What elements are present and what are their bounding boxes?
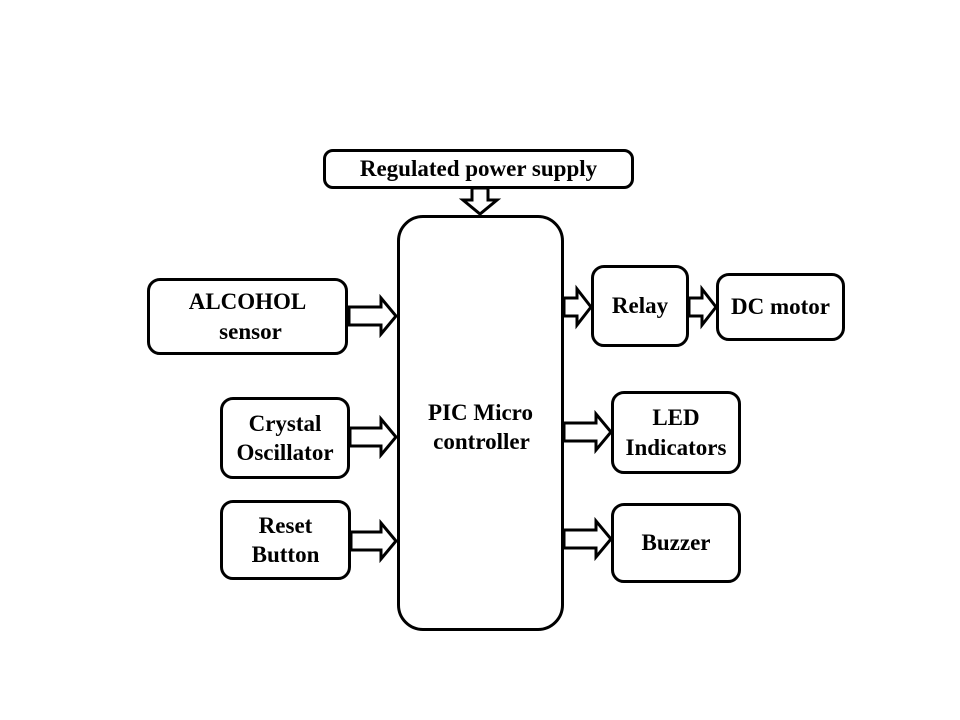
dc-motor-label: DC motor xyxy=(731,294,830,320)
arrow-power-to-mcu xyxy=(458,186,502,216)
alcohol-sensor-block: ALCOHOL sensor xyxy=(147,278,348,355)
crystal-oscillator-label-line2: Oscillator xyxy=(236,440,334,465)
microcontroller-label: PIC Micro controller xyxy=(428,398,533,457)
reset-button-label: Reset Button xyxy=(252,511,320,570)
reset-button-label-line2: Button xyxy=(251,542,320,567)
microcontroller-label-line1: PIC Micro xyxy=(428,400,533,425)
arrow-mcu-to-led xyxy=(562,409,613,455)
dc-motor-block: DC motor xyxy=(716,273,845,341)
arrow-reset-to-mcu xyxy=(349,518,398,564)
reset-button-block: Reset Button xyxy=(220,500,351,580)
crystal-oscillator-label-line1: Crystal xyxy=(248,410,322,436)
buzzer-label: Buzzer xyxy=(641,530,711,556)
reset-button-label-line1: Reset xyxy=(258,512,313,538)
power-supply-label: Regulated power supply xyxy=(359,156,598,182)
arrow-crystal-to-mcu xyxy=(348,414,398,460)
led-indicators-label: LED Indicators xyxy=(626,403,727,462)
led-indicators-label-line1: LED xyxy=(652,405,700,431)
crystal-oscillator-label: Crystal Oscillator xyxy=(236,409,333,468)
relay-block: Relay xyxy=(591,265,689,347)
microcontroller-block: PIC Micro controller xyxy=(397,215,564,631)
microcontroller-label-line2: controller xyxy=(433,429,530,455)
led-indicators-block: LED Indicators xyxy=(611,391,741,474)
arrow-mcu-to-buzzer xyxy=(562,516,613,562)
crystal-oscillator-block: Crystal Oscillator xyxy=(220,397,350,479)
alcohol-sensor-label: ALCOHOL sensor xyxy=(189,287,307,346)
buzzer-block: Buzzer xyxy=(611,503,741,583)
alcohol-sensor-label-line1: ALCOHOL xyxy=(188,289,307,315)
power-supply-block: Regulated power supply xyxy=(323,149,634,189)
relay-label: Relay xyxy=(611,293,669,319)
arrow-mcu-to-relay xyxy=(562,284,593,330)
alcohol-sensor-label-line2: sensor xyxy=(219,318,282,344)
arrow-relay-to-dcmotor xyxy=(687,284,718,330)
led-indicators-label-line2: Indicators xyxy=(625,434,727,460)
arrow-alcohol-to-mcu xyxy=(347,293,398,339)
